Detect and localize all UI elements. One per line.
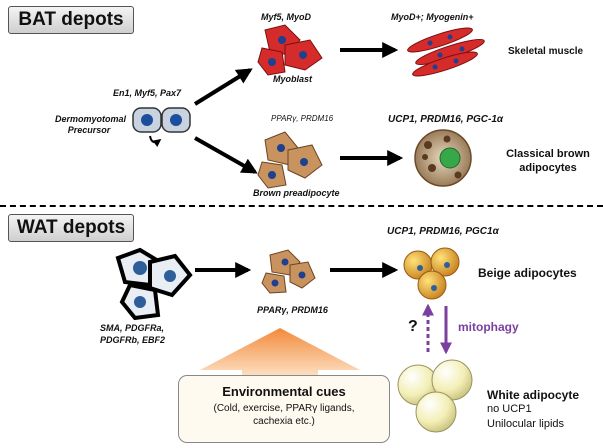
precursor-markers: En1, Myf5, Pax7 — [113, 88, 182, 98]
myoblast-cells-icon — [257, 24, 323, 76]
progenitor-markers: SMA, PDGFRa, PDGFRb, EBF2 — [100, 323, 166, 345]
environmental-cue-arrow — [200, 328, 360, 378]
white-adipocytes-icon — [397, 359, 473, 433]
environmental-cues-box: Environmental cues (Cold, exercise, PPAR… — [178, 375, 390, 443]
bat-depots-heading: BAT depots — [8, 6, 134, 34]
arrow-to-myoblast — [193, 68, 253, 106]
myoblast-markers: Myf5, MyoD — [261, 12, 312, 22]
preadipocyte-markers: PPARγ, PRDM16 — [271, 114, 334, 123]
environmental-cues-line2: cachexia etc.) — [253, 416, 315, 427]
brown-markers: UCP1, PRDM16, PGC-1α — [388, 114, 504, 125]
preadipocyte-label: Brown preadipocyte — [253, 188, 340, 198]
wat-depots-heading: WAT depots — [8, 214, 134, 242]
myoblast-label: Myoblast — [273, 74, 313, 84]
mitophagy-label: mitophagy — [458, 320, 519, 334]
precursor-label: Dermomyotomal Precursor — [55, 114, 127, 135]
beige-adipocytes-icon — [403, 247, 460, 300]
arrow-to-brown-preadipocyte — [194, 136, 258, 174]
wat-precursor-icon — [261, 249, 316, 294]
wat-precursor-markers: PPARγ, PRDM16 — [257, 305, 328, 315]
white-adipocyte-lipids: Unilocular lipids — [487, 418, 565, 430]
brown-preadipocyte-icon — [257, 131, 323, 189]
precursor-cells-icon — [132, 107, 191, 148]
skeletal-muscle-icon — [407, 27, 485, 77]
environmental-cues-title: Environmental cues — [222, 384, 346, 399]
beige-label: Beige adipocytes — [478, 266, 577, 280]
environmental-cues-line1: (Cold, exercise, PPARγ ligands, — [213, 403, 355, 414]
muscle-markers: MyoD+; Myogenin+ — [391, 12, 474, 22]
white-adipocyte-ucp1: no UCP1 — [487, 403, 532, 415]
skeletal-muscle-label: Skeletal muscle — [508, 46, 584, 57]
brown-adipocyte-label: Classical brown adipocytes — [506, 148, 590, 174]
white-adipocyte-label: White adipocyte — [487, 388, 580, 402]
beige-markers: UCP1, PRDM16, PGC1α — [387, 226, 499, 237]
question-mark: ? — [408, 318, 418, 335]
wat-progenitor-icon — [115, 247, 193, 321]
brown-adipocyte-icon — [414, 129, 472, 187]
section-divider — [0, 205, 603, 207]
